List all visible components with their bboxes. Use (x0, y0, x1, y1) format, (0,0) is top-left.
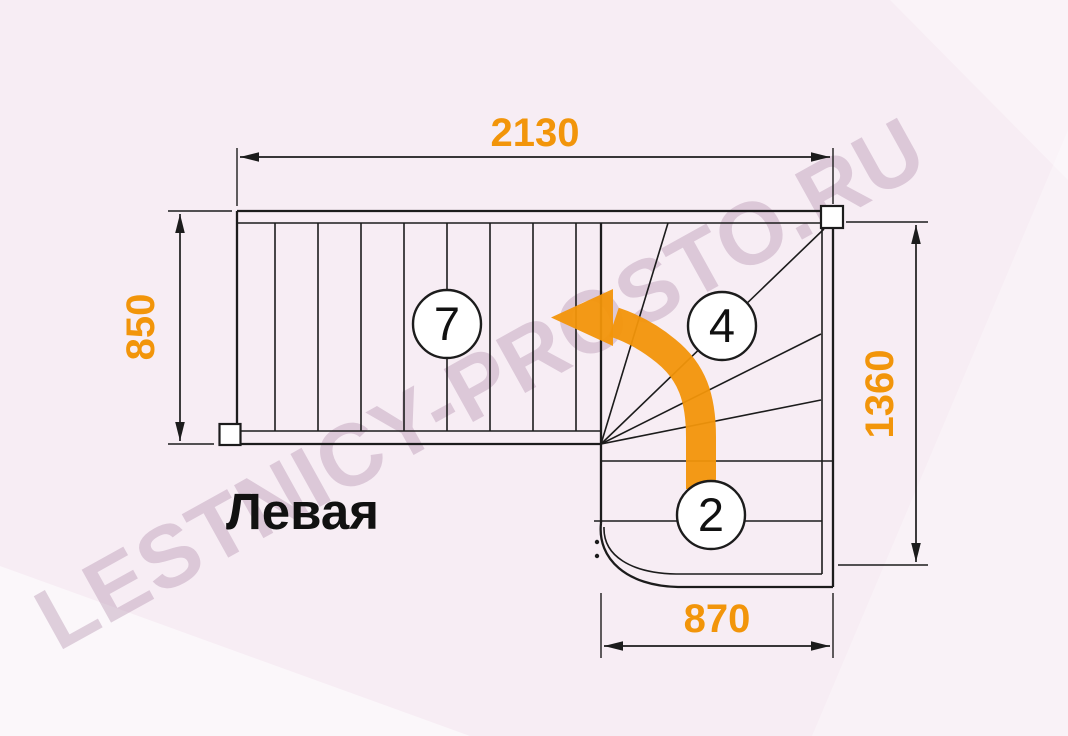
background-triangle-top-right (890, 0, 1068, 180)
dimension-bottom: 870 (600, 593, 834, 658)
direction-arrow-head (551, 289, 613, 346)
bullnose-inner-curve (603, 526, 822, 575)
mark-dot (594, 553, 600, 559)
dimension-right: 1360 (838, 221, 928, 566)
background-triangle-right (812, 130, 1068, 736)
dimension-label-bottom: 870 (684, 597, 751, 641)
step-count-circle (686, 290, 758, 362)
bullnose-outer-curve (599, 522, 833, 589)
dimension-top: 2130 (236, 111, 834, 206)
direction-arrow (551, 289, 716, 489)
mark-dot (594, 539, 600, 545)
background-triangle-bottom-left (0, 566, 470, 736)
step-count-lower-flight: 2 (675, 479, 747, 551)
newel-post-top-right (819, 204, 845, 230)
step-count-winders: 4 (686, 290, 758, 362)
dimension-label-left: 850 (119, 294, 163, 361)
dimension-label-right: 1360 (858, 350, 902, 439)
newel-post-bottom-left (218, 422, 242, 447)
staircase-outline (218, 204, 845, 589)
plan-title: Левая (226, 483, 379, 540)
dimension-left: 850 (119, 210, 232, 445)
fan-line (600, 333, 822, 445)
step-count-straight-flight: 7 (411, 288, 483, 360)
step-count-label: 2 (698, 488, 724, 541)
dimension-label-top: 2130 (491, 111, 580, 155)
step-count-label: 4 (709, 299, 735, 352)
watermark-text: LESTNICY-PROSTO.RU (19, 98, 941, 669)
step-count-circle (675, 479, 747, 551)
direction-arrow-shaft (609, 307, 716, 489)
step-count-circle (411, 288, 483, 360)
step-count-label: 7 (434, 297, 460, 350)
